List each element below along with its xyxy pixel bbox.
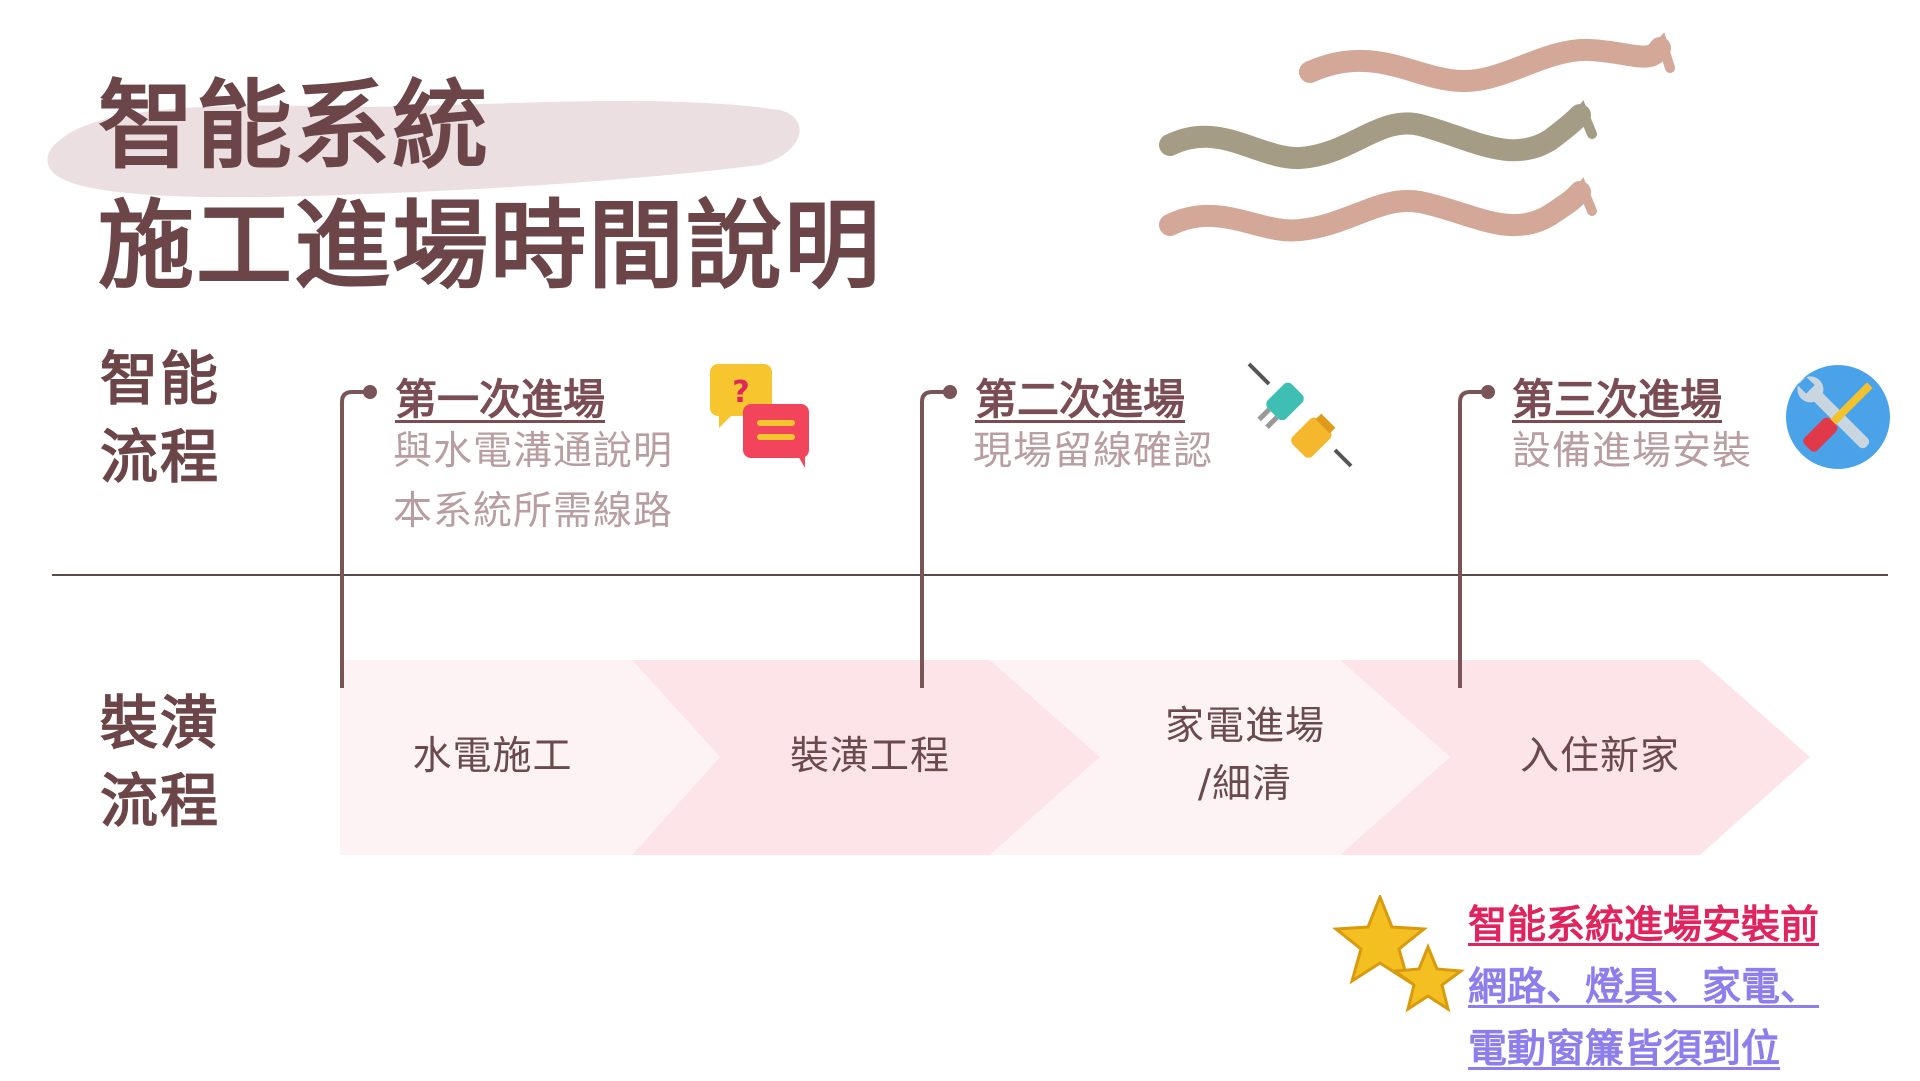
stage-4-label: 入住新家	[1519, 734, 1680, 779]
svg-text:?: ?	[732, 375, 749, 410]
tools-icon	[1786, 365, 1890, 469]
page-title-line-1: 智能系統	[98, 70, 490, 182]
decor-stage-chevrons	[340, 660, 1810, 855]
installation-note: 智能系統進場安裝前 網路、燈具、家電、 電動窗簾皆須到位	[1468, 895, 1819, 1081]
note-line-1: 網路、燈具、家電、	[1468, 965, 1820, 1010]
phase-1-title: 第一次進場	[395, 375, 606, 424]
stage-chevron-2	[632, 660, 1100, 855]
stage-3-label: 家電進場 /細清	[1164, 704, 1325, 807]
stage-2-label: 裝潢工程	[789, 734, 950, 779]
wavy-arrows-decoration	[1159, 32, 1675, 242]
title-brush-background	[47, 101, 800, 198]
stars-icon	[1332, 895, 1465, 1013]
smart-flow-label: 智能 流程	[100, 345, 221, 491]
phase-1-desc: 與水電溝通說明 本系統所需線路	[393, 429, 674, 534]
phase-3-title: 第三次進場	[1512, 375, 1723, 424]
note-heading: 智能系統進場安裝前	[1468, 903, 1820, 948]
stage-chevron-1	[340, 660, 720, 855]
chat-bubbles-icon: ?	[710, 364, 809, 468]
decor-flow-label: 裝潢 流程	[100, 689, 221, 835]
stage-1-label: 水電施工	[412, 734, 573, 779]
phase-3-desc: 設備進場安裝	[1512, 429, 1753, 474]
stage-chevron-4	[1340, 660, 1810, 855]
phase-2-title: 第二次進場	[975, 375, 1186, 424]
timeline-divider	[52, 574, 1888, 576]
plug-icon	[1247, 362, 1353, 468]
note-line-2: 電動窗簾皆須到位	[1468, 1027, 1781, 1072]
stage-chevron-3	[990, 660, 1450, 855]
phase-2-desc: 現場留線確認	[973, 429, 1214, 474]
page-title-line-2: 施工進場時間說明	[98, 190, 882, 302]
